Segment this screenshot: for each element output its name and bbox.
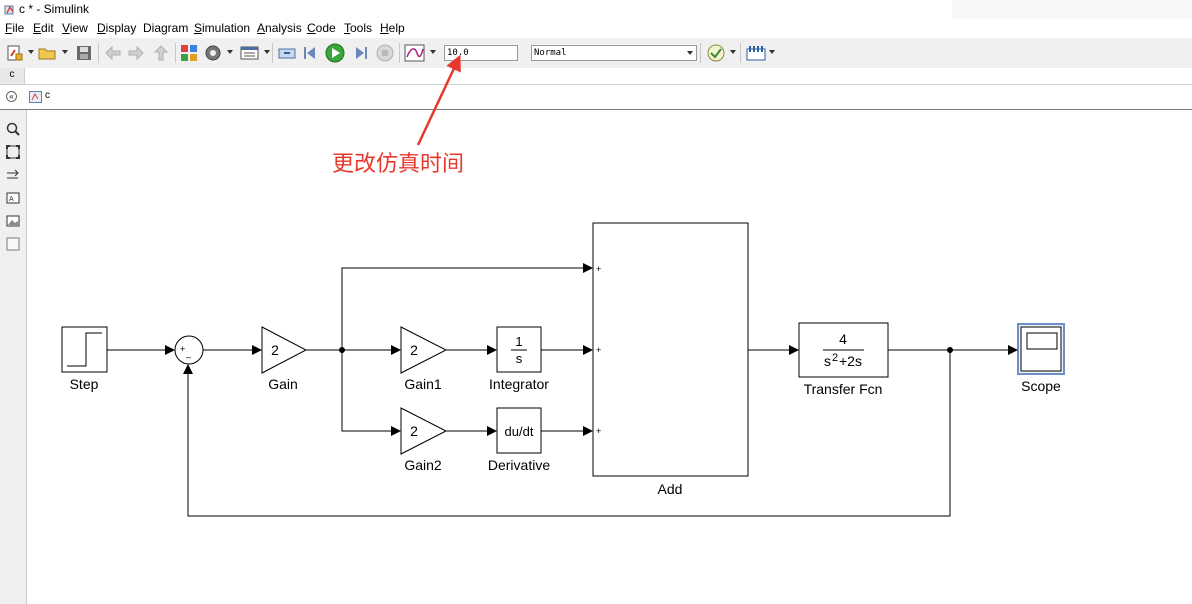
fit-to-view-icon[interactable] bbox=[6, 145, 20, 159]
toolbar-separator bbox=[175, 43, 176, 63]
back-arrow-icon[interactable] bbox=[103, 43, 123, 63]
menu-simulation[interactable]: Simulation bbox=[194, 21, 251, 35]
model-advisor-check-icon[interactable] bbox=[706, 43, 726, 63]
annotation-change-sim-time: 更改仿真时间 bbox=[332, 152, 465, 177]
toolbar-separator bbox=[700, 43, 701, 63]
left-palette: A bbox=[0, 110, 27, 604]
menu-diagram[interactable]: Diagram bbox=[143, 21, 189, 35]
update-diagram-icon[interactable] bbox=[276, 43, 298, 63]
toolbar-separator bbox=[740, 43, 741, 63]
model-canvas[interactable] bbox=[27, 110, 1192, 604]
settings-dropdown-arrow[interactable] bbox=[227, 50, 233, 54]
advisor-dropdown-arrow[interactable] bbox=[730, 50, 736, 54]
inspector-dropdown-arrow[interactable] bbox=[430, 50, 436, 54]
model-tab-strip: c bbox=[0, 68, 1192, 85]
open-dropdown-arrow[interactable] bbox=[62, 50, 68, 54]
toolbar-separator bbox=[399, 43, 400, 63]
simulation-data-inspector-icon[interactable] bbox=[403, 43, 427, 63]
zoom-icon[interactable] bbox=[6, 122, 20, 136]
open-folder-icon[interactable] bbox=[37, 43, 59, 63]
model-breadcrumb-icon bbox=[29, 91, 42, 103]
menu-file[interactable]: File bbox=[5, 21, 25, 35]
up-arrow-icon[interactable] bbox=[151, 43, 171, 63]
annotation-icon[interactable]: A bbox=[6, 191, 20, 205]
breadcrumb-model-name[interactable]: c bbox=[45, 90, 50, 101]
svg-text:A: A bbox=[9, 196, 14, 203]
toolbar-separator bbox=[272, 43, 273, 63]
save-icon[interactable] bbox=[74, 43, 94, 63]
hide-explorer-bar-icon[interactable]: « bbox=[6, 91, 17, 102]
tab-model-c[interactable]: c bbox=[0, 68, 25, 84]
menu-analysis[interactable]: Analysis bbox=[257, 21, 302, 35]
menu-edit[interactable]: Edit bbox=[33, 21, 54, 35]
step-forward-icon[interactable] bbox=[350, 43, 370, 63]
stop-time-input[interactable]: 10.0 bbox=[444, 45, 518, 61]
menu-help[interactable]: Help bbox=[380, 21, 405, 35]
stop-simulation-icon[interactable] bbox=[375, 43, 395, 63]
breadcrumb: « c bbox=[0, 85, 1192, 110]
simulation-mode-value: Normal bbox=[534, 48, 567, 58]
explorer-dropdown-arrow[interactable] bbox=[264, 50, 270, 54]
step-back-icon[interactable] bbox=[301, 43, 321, 63]
chevron-down-icon bbox=[687, 51, 693, 55]
build-dropdown-arrow[interactable] bbox=[769, 50, 775, 54]
title-bar: c * - Simulink bbox=[0, 0, 1192, 19]
menu-code[interactable]: Code bbox=[307, 21, 336, 35]
toolbar-separator bbox=[98, 43, 99, 63]
area-icon[interactable] bbox=[6, 237, 20, 251]
model-settings-gear-icon[interactable] bbox=[203, 43, 223, 63]
build-model-icon[interactable] bbox=[745, 43, 767, 63]
menu-view[interactable]: View bbox=[62, 21, 88, 35]
new-dropdown-arrow[interactable] bbox=[28, 50, 34, 54]
simulink-app-icon bbox=[4, 5, 14, 15]
menu-bar: File Edit View Display Diagram Simulatio… bbox=[0, 19, 1192, 38]
image-icon[interactable] bbox=[6, 214, 20, 228]
library-browser-icon[interactable] bbox=[179, 43, 199, 63]
window-title: c * - Simulink bbox=[19, 2, 90, 16]
route-lines-icon[interactable] bbox=[6, 168, 20, 182]
menu-display[interactable]: Display bbox=[97, 21, 137, 35]
menu-tools[interactable]: Tools bbox=[344, 21, 373, 35]
new-model-icon[interactable] bbox=[5, 43, 25, 63]
run-simulation-icon[interactable] bbox=[324, 43, 346, 63]
forward-arrow-icon[interactable] bbox=[126, 43, 146, 63]
model-explorer-icon[interactable] bbox=[239, 43, 261, 63]
simulation-mode-select[interactable]: Normal bbox=[531, 45, 697, 61]
title-bar-controls-area bbox=[952, 0, 1192, 19]
